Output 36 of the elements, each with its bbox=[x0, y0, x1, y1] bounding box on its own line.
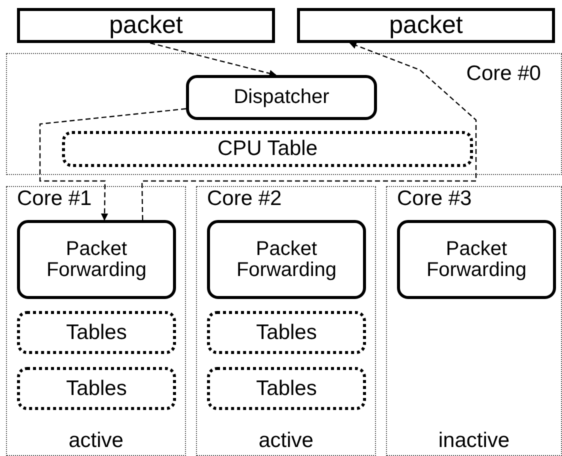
process-box bbox=[186, 75, 377, 120]
arrow bbox=[141, 42, 477, 220]
core-region bbox=[6, 186, 186, 456]
status-label: active bbox=[258, 429, 314, 453]
node-label: packet bbox=[388, 11, 464, 40]
node-label: Dispatcher bbox=[232, 87, 330, 108]
node-label: CPU Table bbox=[216, 137, 318, 161]
core-label: Core #1 bbox=[17, 187, 92, 211]
core-region bbox=[6, 53, 562, 175]
core-label: Core #3 bbox=[397, 187, 472, 211]
table-box bbox=[17, 367, 176, 410]
table-box bbox=[17, 311, 176, 354]
node-label: Packet Forwarding bbox=[235, 238, 338, 280]
node-label: Tables bbox=[255, 376, 318, 400]
arrow bbox=[39, 108, 186, 221]
process-box bbox=[397, 220, 556, 299]
core-label: Core #2 bbox=[207, 187, 282, 211]
node-label: Tables bbox=[255, 320, 318, 344]
core-label: Core #0 bbox=[466, 62, 541, 86]
table-box bbox=[207, 367, 366, 410]
core-region bbox=[196, 186, 376, 456]
table-box bbox=[62, 131, 473, 167]
packet-box bbox=[297, 8, 555, 43]
status-label: active bbox=[68, 429, 124, 453]
node-label: Packet Forwarding bbox=[425, 238, 528, 280]
process-box bbox=[207, 220, 366, 299]
table-box bbox=[207, 311, 366, 354]
node-label: Tables bbox=[65, 376, 128, 400]
node-label: Tables bbox=[65, 320, 128, 344]
packet-box bbox=[17, 8, 275, 43]
process-box bbox=[17, 220, 176, 299]
core-region bbox=[386, 186, 562, 456]
node-label: packet bbox=[108, 11, 184, 40]
status-label: inactive bbox=[437, 429, 511, 453]
node-label: Packet Forwarding bbox=[45, 238, 148, 280]
arrow bbox=[150, 42, 276, 77]
